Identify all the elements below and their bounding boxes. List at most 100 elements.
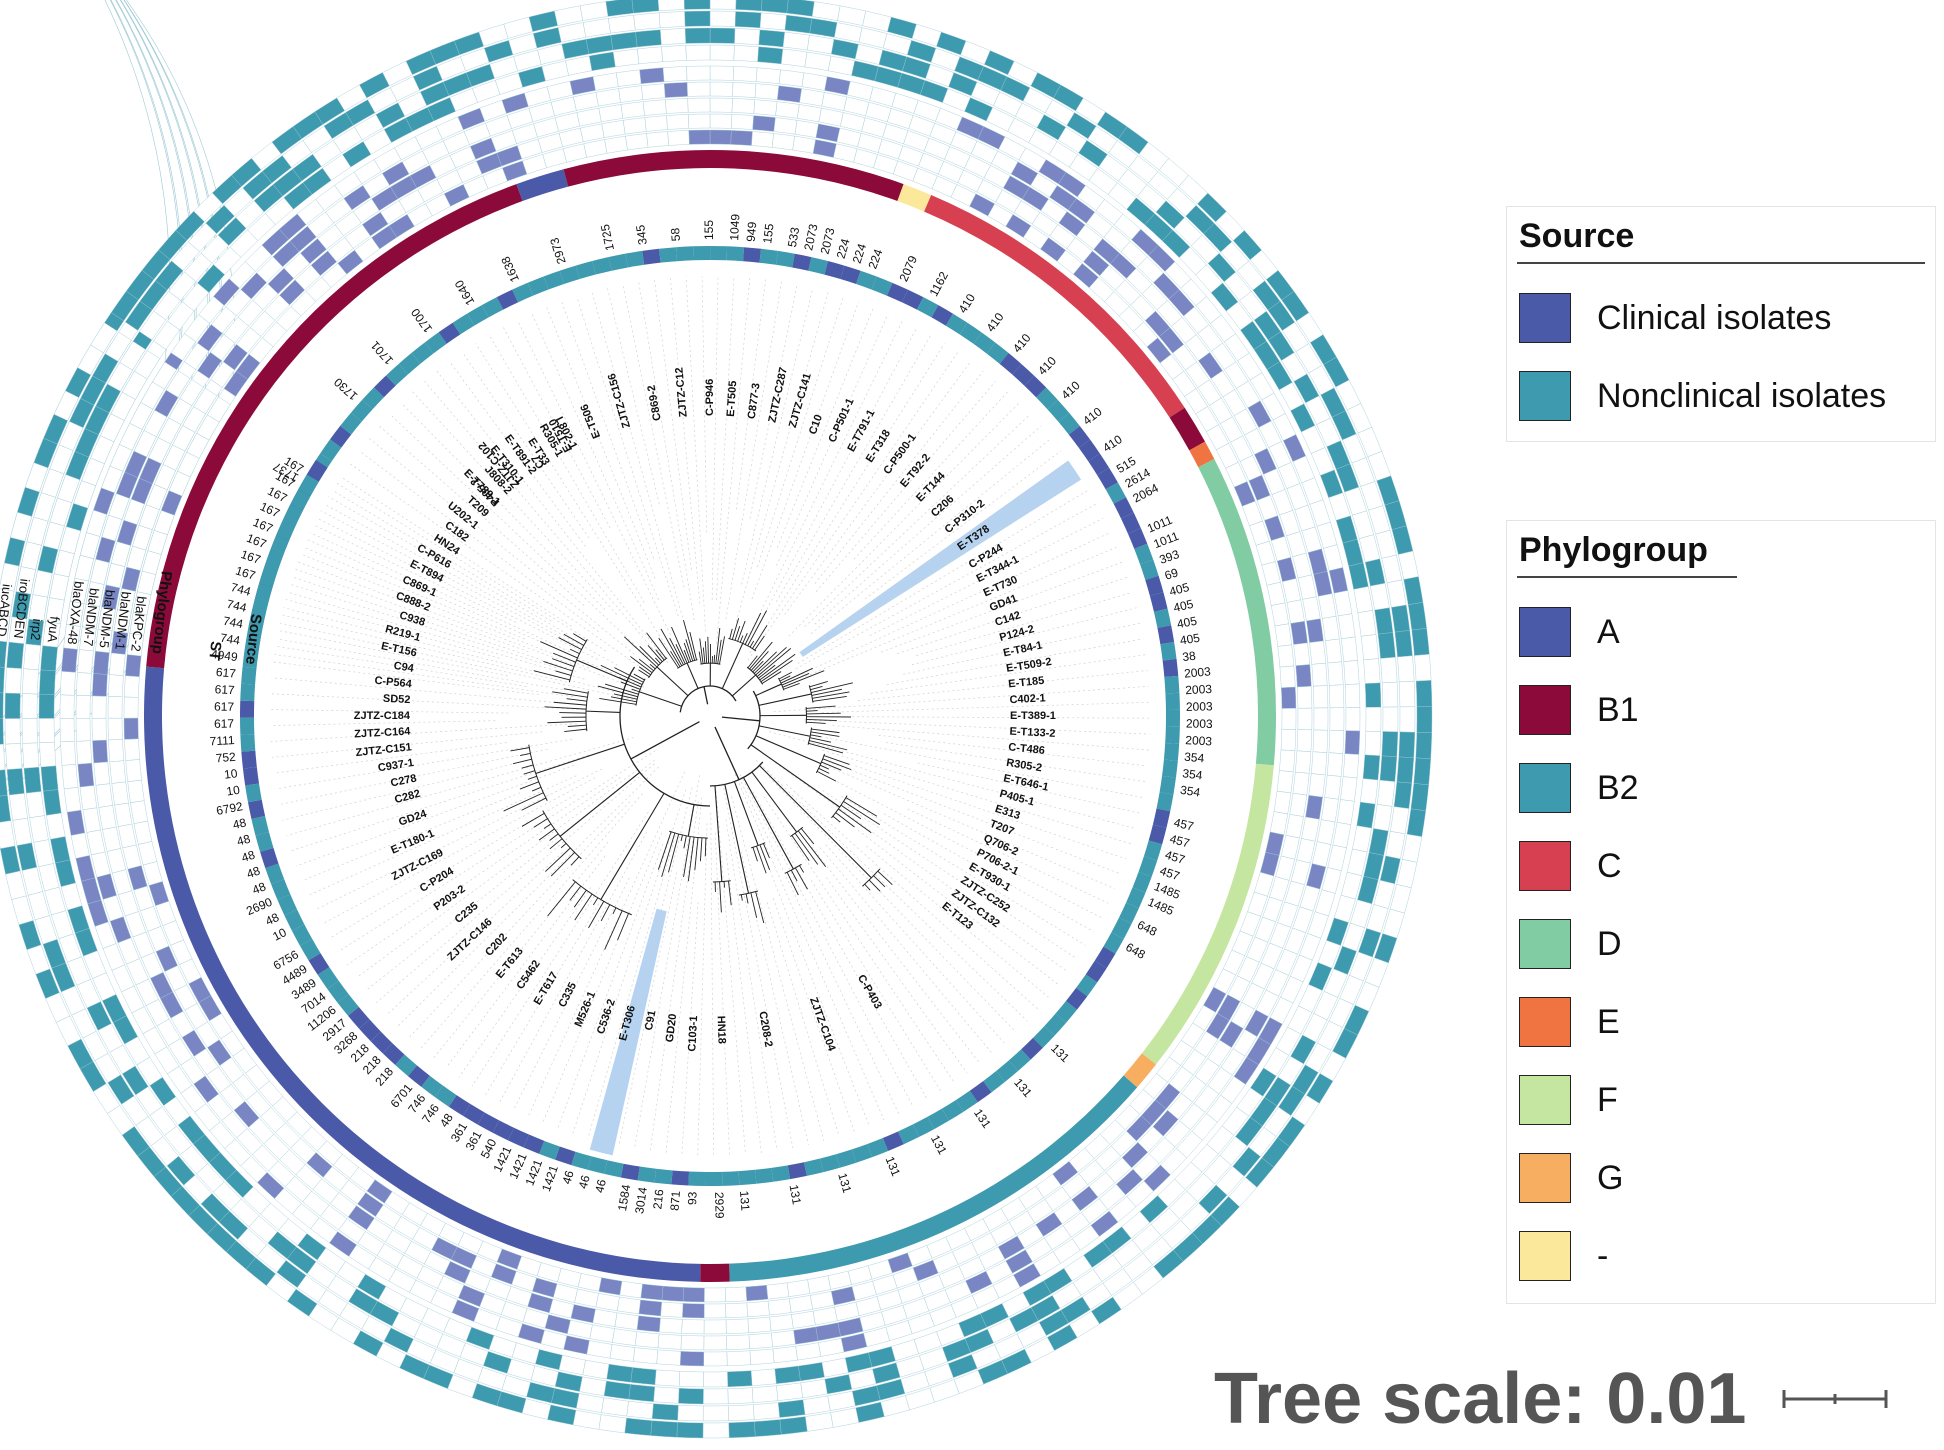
gene-ring-cell [704, 1287, 726, 1303]
heat-ring-cell [1398, 681, 1416, 708]
tip-guide-line [714, 832, 730, 1156]
ring-name-label: blaNDM-1 [112, 591, 133, 651]
heat-ring-cell [703, 1388, 729, 1405]
gene-ring-cell [1282, 578, 1301, 603]
gene-ring-cell [122, 844, 142, 870]
tree-branch [533, 670, 570, 681]
tip-guide-line [397, 766, 659, 1027]
source-ring-cell [463, 1104, 485, 1125]
tree-branch [810, 686, 823, 691]
gene-ring-cell [604, 135, 628, 154]
tree-branch [675, 643, 686, 665]
gene-ring-cell [152, 361, 177, 390]
source-ring-cell [527, 276, 549, 296]
gene-ring-cell [601, 120, 626, 138]
gene-ring-cell [126, 545, 147, 571]
phylogroup-arc-d [1198, 459, 1276, 766]
tree-branch [750, 651, 769, 671]
st-label: 1162 [927, 269, 952, 299]
heat-ring-cell [661, 45, 687, 62]
tree-branch [535, 743, 625, 774]
source-ring-cell [351, 399, 373, 422]
gene-ring-cell [827, 1270, 852, 1290]
source-ring-cell [306, 460, 328, 482]
heat-ring-cell [848, 1368, 877, 1390]
heat-ring-cell [1386, 579, 1407, 608]
tree-branch [723, 881, 726, 888]
tree-branch [669, 830, 708, 839]
gene-ring-cell [105, 562, 126, 589]
tree-branch [778, 671, 792, 680]
source-ring-cell [467, 305, 489, 326]
st-label: 405 [1172, 597, 1195, 615]
isolate-label: C91 [643, 1009, 659, 1031]
source-ring-cell [688, 1171, 706, 1186]
gene-ring-cell [124, 675, 140, 698]
tip-guide-line [276, 638, 563, 691]
heat-ring-cell [134, 350, 161, 380]
gene-ring-cell [709, 129, 732, 145]
tip-guide-line [300, 553, 589, 669]
source-ring-cell [407, 1065, 430, 1087]
gene-ring-cell [660, 1301, 684, 1318]
gene-ring-cell [751, 131, 774, 148]
tree-branch [648, 657, 668, 679]
heat-ring-cell [677, 1405, 704, 1422]
heat-ring-cell [54, 549, 75, 578]
isolate-label: E-T617 [532, 970, 561, 1007]
tree-branch [638, 666, 651, 676]
tree-branch [755, 683, 782, 697]
heat-ring-cell [606, 1363, 633, 1383]
gene-ring-cell [1327, 661, 1344, 686]
tree-branch [699, 638, 704, 664]
tip-guide-line [278, 749, 548, 805]
tree-branch [797, 830, 827, 867]
tree-branch [527, 775, 537, 780]
source-ring-cell [492, 1120, 514, 1141]
tip-guide-line [831, 762, 1121, 875]
legend-swatch-f [1519, 1075, 1571, 1125]
gene-ring-cell [111, 781, 129, 806]
source-ring-cell [247, 799, 266, 819]
tree-branch [617, 913, 629, 941]
isolate-label: E-T156 [380, 640, 418, 659]
tree-branch [731, 674, 757, 697]
tree-branch [832, 815, 841, 823]
heat-ring-cell [565, 55, 593, 76]
heat-ring-cell [1360, 778, 1379, 805]
heat-ring-cell [1353, 586, 1373, 613]
tip-guide-line [715, 785, 746, 1155]
tip-guide-line [587, 835, 676, 1139]
heat-ring-cell [1364, 682, 1382, 708]
tree-branch [721, 716, 760, 722]
source-ring-cell [969, 1081, 992, 1103]
ring-name-label: iroBCDEN [11, 578, 33, 639]
phylogroup-arc-g [1123, 1053, 1157, 1088]
heat-ring-cell [1379, 855, 1401, 885]
isolate-label: C937-1 [377, 757, 415, 774]
gene-ring-cell [786, 1279, 811, 1297]
source-ring-cell [771, 1165, 791, 1182]
tip-guide-line [275, 645, 527, 687]
tree-branch [755, 891, 765, 924]
gene-ring-cell [686, 65, 711, 81]
source-ring-cell [571, 1151, 592, 1170]
st-label: 69 [1163, 565, 1180, 582]
heat-ring-cell [23, 643, 41, 670]
tree-branch [815, 753, 825, 774]
gene-ring-cell [127, 779, 145, 803]
st-label: 617 [214, 716, 235, 730]
source-ring-cell [337, 993, 359, 1016]
heat-ring-cell [637, 46, 663, 65]
source-ring-cell [242, 649, 259, 669]
tip-guide-line [870, 654, 1146, 694]
tip-guide-line [301, 792, 521, 882]
heat-ring-cell [601, 1397, 629, 1417]
heat-ring-cell [1406, 808, 1426, 837]
gene-ring-cell [130, 800, 148, 824]
gene-ring-cell [1280, 728, 1297, 751]
gene-ring-cell [1279, 665, 1296, 688]
tip-guide-line [602, 787, 693, 1143]
heat-ring-cell [781, 48, 808, 68]
gene-ring-cell [108, 739, 124, 762]
